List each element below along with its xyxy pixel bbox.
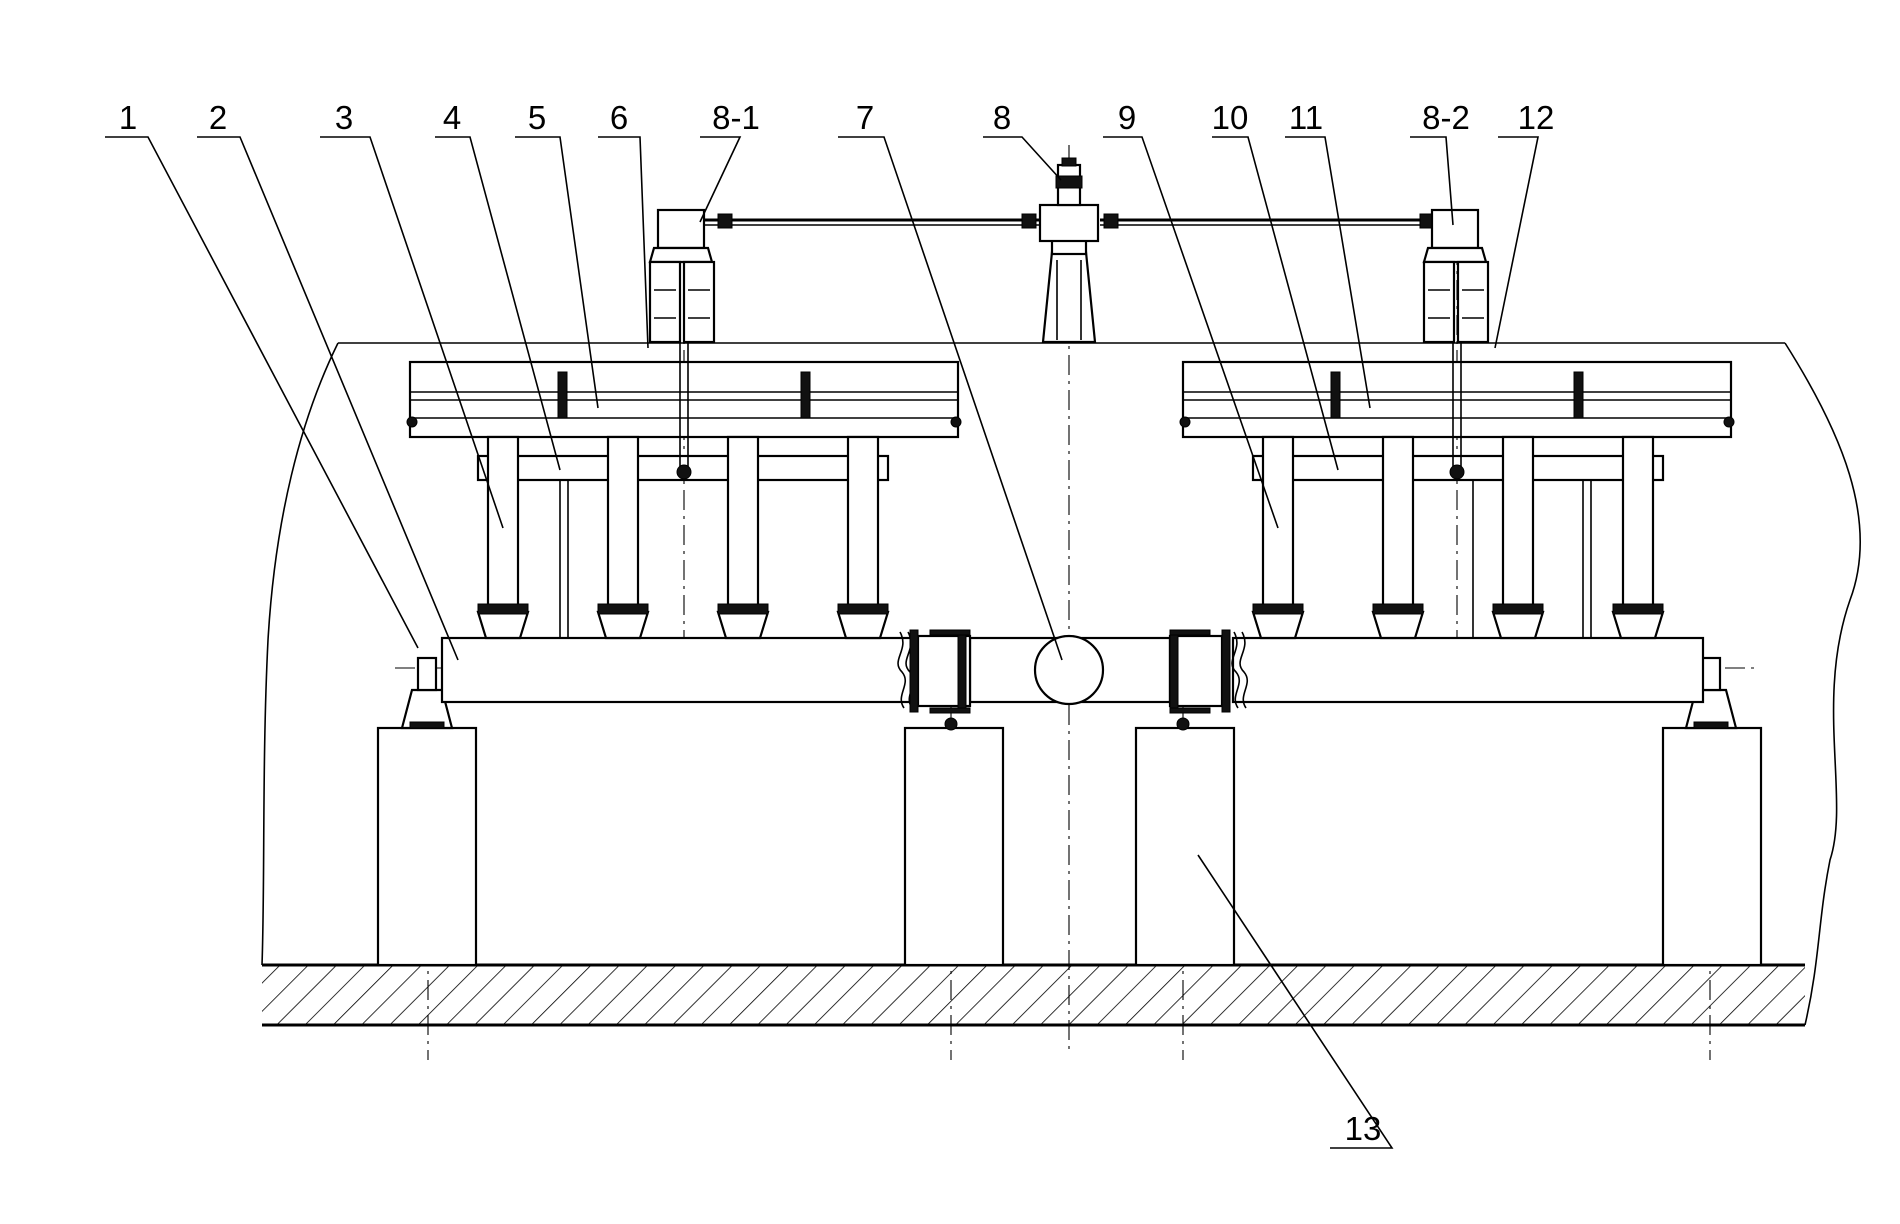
- drive-shaft: [700, 213, 1440, 229]
- main-roller: [440, 636, 1705, 704]
- label-11: 11: [1289, 99, 1323, 136]
- label-9: 9: [1118, 99, 1136, 136]
- label-8-2: 8-2: [1422, 99, 1470, 136]
- leader-lines: [105, 136, 1539, 1149]
- label-10: 10: [1212, 99, 1249, 136]
- label-13: 13: [1345, 1110, 1382, 1147]
- label-1: 1: [119, 99, 137, 136]
- right-screw-jack: [1422, 208, 1490, 344]
- label-7: 7: [856, 99, 874, 136]
- support-pedestals: [376, 726, 1763, 967]
- left-frame: [406, 340, 962, 640]
- label-8: 8: [993, 99, 1011, 136]
- part-labels: 1 2 3 4 5 6 8-1 7 8 9 10 11 8-2 12 13: [119, 99, 1555, 1147]
- end-bearing-right: [1684, 656, 1738, 730]
- center-hub: [1033, 634, 1105, 706]
- label-2: 2: [209, 99, 227, 136]
- left-screw-jack: [648, 208, 716, 344]
- right-frame: [1179, 340, 1735, 640]
- label-3: 3: [335, 99, 353, 136]
- ground-foundation: [262, 963, 1805, 1027]
- label-5: 5: [528, 99, 546, 136]
- label-12: 12: [1518, 99, 1555, 136]
- label-8-1: 8-1: [712, 99, 760, 136]
- central-drive-motor: [1038, 157, 1100, 344]
- label-6: 6: [610, 99, 628, 136]
- coupling-right: [1168, 629, 1231, 731]
- coupling-left: [909, 629, 972, 731]
- label-4: 4: [443, 99, 461, 136]
